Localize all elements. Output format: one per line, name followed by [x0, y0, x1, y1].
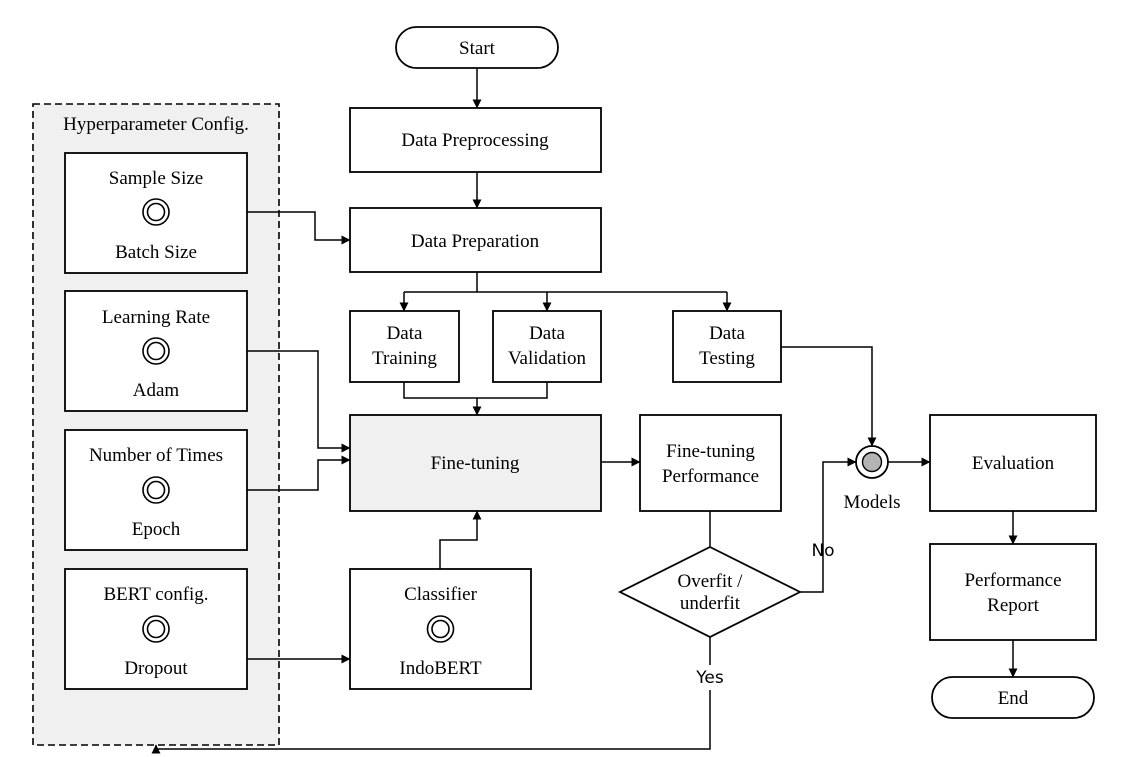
data-training-label-line1: Data	[387, 323, 423, 344]
evaluation-label: Evaluation	[972, 453, 1055, 474]
hyperparam-label-bottom: Batch Size	[115, 242, 197, 263]
fine-tuning-label: Fine-tuning	[431, 453, 520, 474]
decision-label-line2: underfit	[680, 593, 741, 614]
edge-label-yes: Yes	[695, 668, 724, 688]
classifier-label: Classifier	[404, 584, 477, 605]
data-training-node: Data Training	[349, 310, 460, 383]
edge-data-testing-to-models	[781, 346, 877, 447]
performance-report-node: Performance Report	[929, 543, 1097, 641]
data-training-label-line2: Training	[372, 348, 437, 369]
flow-edges	[151, 68, 1018, 754]
edge-epoch-to-fine-tuning	[247, 455, 351, 491]
hyperparam-sample-size-box: Sample Size Batch Size	[64, 152, 248, 274]
performance-report-label-line2: Report	[987, 595, 1039, 616]
edge-merge-training-validation	[403, 382, 548, 399]
hyperparameter-config-group: Hyperparameter Config. Sample Size Batch…	[32, 103, 280, 746]
end-node: End	[931, 676, 1095, 719]
data-preparation-node: Data Preparation	[349, 207, 602, 273]
data-preparation-label: Data Preparation	[411, 231, 540, 252]
hyperparam-number-of-times-box: Number of Times Epoch	[64, 429, 248, 551]
data-testing-label-line1: Data	[709, 323, 745, 344]
edge-label-no: No	[811, 541, 834, 561]
edge-classifier-to-fine-tuning	[439, 510, 482, 569]
evaluation-node: Evaluation	[929, 414, 1097, 512]
data-testing-label-line2: Testing	[699, 348, 755, 369]
edge-decision-yes-to-hyperparameters	[151, 690, 711, 754]
fine-tuning-node: Fine-tuning	[349, 414, 602, 512]
data-testing-node: Data Testing	[672, 310, 782, 383]
hyperparam-label-top: BERT config.	[103, 584, 208, 605]
hyperparam-learning-rate-box: Learning Rate Adam	[64, 290, 248, 412]
hyperparam-label-bottom: Dropout	[124, 658, 188, 679]
hyperparam-label-top: Sample Size	[109, 168, 203, 189]
models-hub: Models	[844, 445, 901, 513]
edge-learning-rate-to-fine-tuning	[247, 350, 351, 453]
data-validation-label-line1: Data	[529, 323, 565, 344]
fine-tuning-performance-label-line2: Performance	[662, 466, 759, 487]
edge-decision-no-to-models	[800, 457, 857, 593]
start-label: Start	[459, 38, 496, 59]
overfit-decision-node: Overfit / underfit	[617, 545, 803, 639]
fine-tuning-performance-label-line1: Fine-tuning	[666, 441, 755, 462]
hyperparam-bert-config-box: BERT config. Dropout	[64, 568, 248, 690]
hyperparam-label-top: Learning Rate	[102, 307, 210, 328]
hyperparam-label-bottom: Adam	[133, 380, 180, 401]
start-node: Start	[395, 26, 559, 69]
classifier-model-label: IndoBERT	[399, 658, 482, 679]
hyperparam-label-bottom: Epoch	[132, 519, 181, 540]
performance-report-label-line1: Performance	[964, 570, 1061, 591]
data-preprocessing-label: Data Preprocessing	[401, 130, 549, 151]
decision-label-line1: Overfit /	[678, 571, 744, 592]
end-label: End	[998, 688, 1029, 709]
data-validation-node: Data Validation	[492, 310, 602, 383]
hyperparameter-group-title: Hyperparameter Config.	[63, 114, 249, 135]
classifier-node: Classifier IndoBERT	[349, 568, 532, 690]
fine-tuning-performance-node: Fine-tuning Performance	[639, 414, 782, 512]
hyperparam-label-top: Number of Times	[89, 445, 223, 466]
data-preprocessing-node: Data Preprocessing	[349, 107, 602, 173]
edge-sample-size-to-preparation	[247, 211, 351, 245]
data-validation-label-line2: Validation	[508, 348, 587, 369]
models-label: Models	[844, 492, 901, 513]
